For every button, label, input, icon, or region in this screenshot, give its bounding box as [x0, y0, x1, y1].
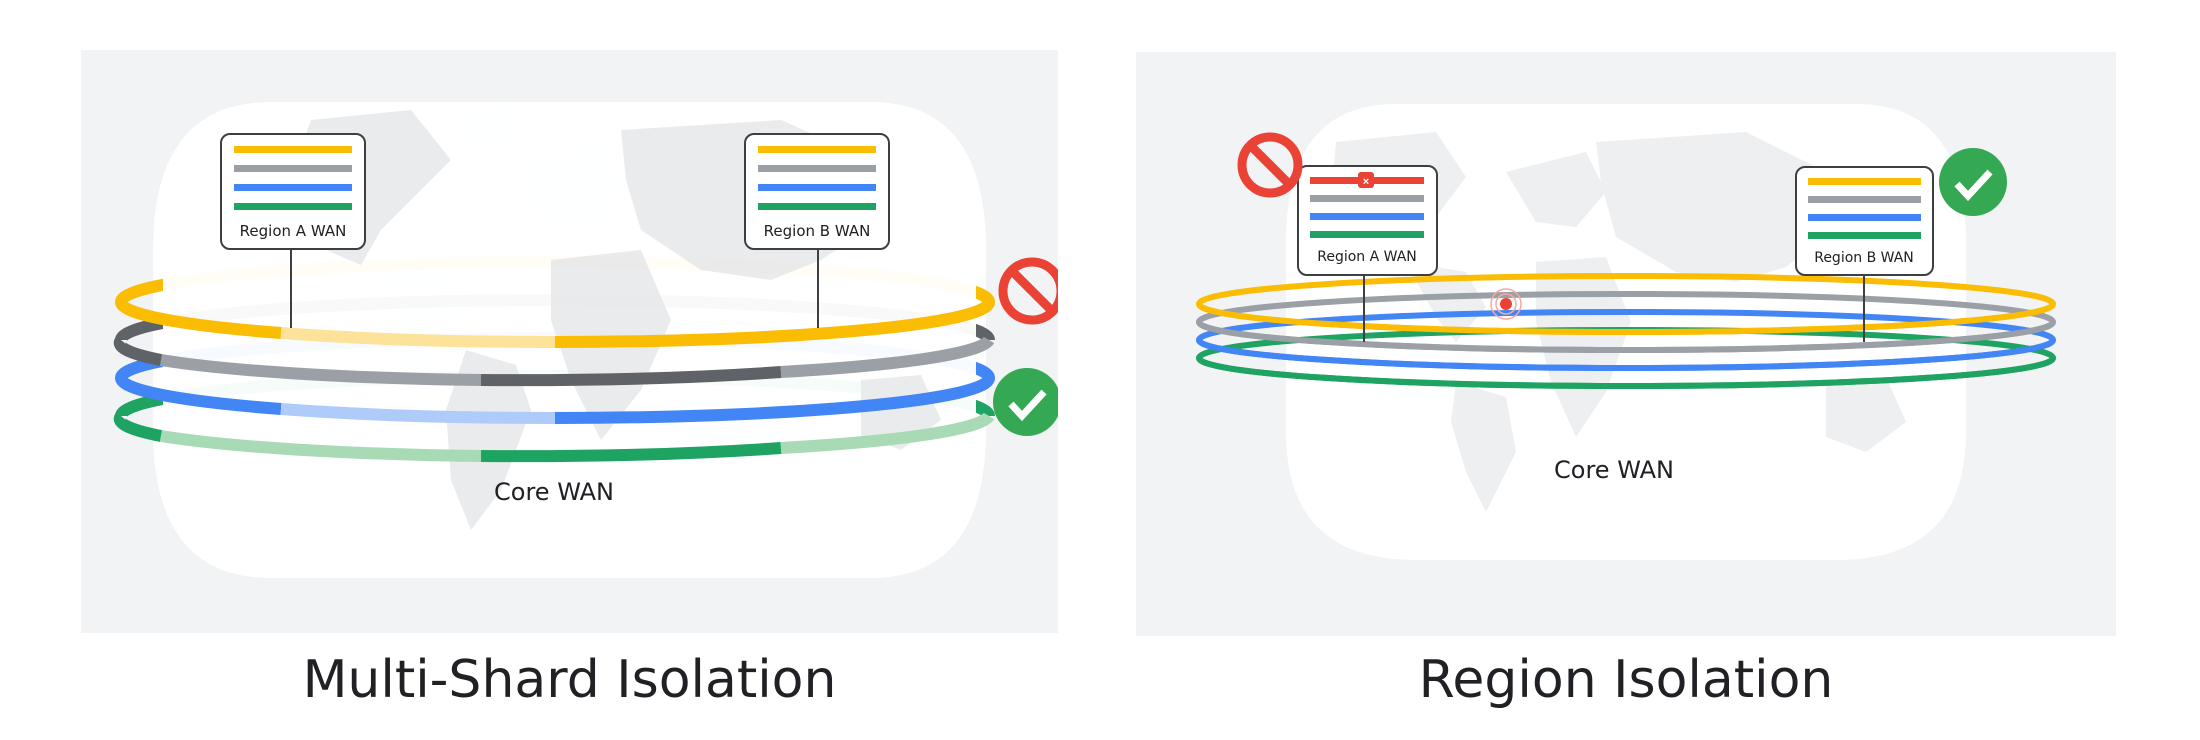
multi-shard-title: Multi-Shard Isolation — [302, 650, 837, 710]
shard-line-gray — [1310, 195, 1424, 202]
rings-front — [113, 300, 995, 463]
multi-shard-diagram: Region A WAN Region B WAN Core WAN — [113, 102, 1058, 578]
region-a-label: Region A WAN — [240, 222, 347, 240]
shard-line-green — [234, 203, 352, 210]
failure-x-icon — [1358, 172, 1374, 188]
shard-line-green — [758, 203, 876, 210]
outage-pulse-icon — [1490, 288, 1522, 320]
check-icon — [993, 368, 1058, 436]
rings-front — [1196, 303, 2056, 389]
ring-yellow-faded — [280, 327, 556, 348]
region-isolation-title: Region Isolation — [1418, 650, 1834, 710]
region-b-wan-box: Region B WAN — [1795, 166, 1934, 276]
shard-line-green — [1310, 231, 1424, 238]
ring-green-faded-right — [780, 412, 995, 454]
core-wan-label: Core WAN — [1554, 456, 1674, 484]
shard-line-blue — [1310, 213, 1424, 220]
ring-blue-left — [115, 376, 282, 415]
region-a-label: Region A WAN — [1317, 249, 1417, 265]
ring-yellow-right — [554, 300, 995, 348]
ring-green-faded-left — [160, 430, 482, 462]
blocked-icon — [1237, 132, 1303, 198]
shard-line-blue — [758, 184, 876, 191]
shard-line-blue — [234, 184, 352, 191]
region-b-label: Region B WAN — [1814, 250, 1914, 266]
ring-gray-dark-left — [113, 336, 163, 366]
ring-gray-left — [160, 354, 482, 386]
shard-line-yellow — [758, 146, 876, 153]
region-b-label: Region B WAN — [764, 222, 871, 240]
blocked-icon — [998, 257, 1058, 325]
ring-green-left — [113, 412, 163, 442]
shard-line-gray — [758, 165, 876, 172]
region-isolation-panel: × Region A WAN Region B WAN Core WAN — [1136, 52, 2116, 636]
ring-green-mid — [480, 442, 782, 463]
ring-yellow-left — [115, 300, 282, 339]
shard-line-green — [1808, 232, 1921, 239]
ring-gray-right — [780, 336, 995, 378]
region-isolation-diagram: × Region A WAN Region B WAN Core WAN — [1196, 104, 2056, 560]
ring-blue-faded — [280, 403, 556, 424]
shard-line-gray — [1808, 196, 1921, 203]
ring-blue-right — [554, 376, 995, 424]
region-b-wan-box: Region B WAN — [744, 133, 890, 250]
shard-line-blue — [1808, 214, 1921, 221]
shard-line-yellow — [234, 146, 352, 153]
shard-line-gray — [234, 165, 352, 172]
check-icon — [1939, 148, 2007, 216]
core-wan-label: Core WAN — [494, 478, 614, 506]
ring-gray-dark-mid — [480, 366, 782, 387]
multi-shard-isolation-panel: Region A WAN Region B WAN Core WAN — [81, 50, 1058, 633]
svg-text:×: × — [1363, 176, 1369, 188]
region-a-wan-box: × Region A WAN — [1297, 165, 1438, 276]
region-a-wan-box: Region A WAN — [220, 133, 366, 250]
shard-line-yellow — [1808, 178, 1921, 185]
